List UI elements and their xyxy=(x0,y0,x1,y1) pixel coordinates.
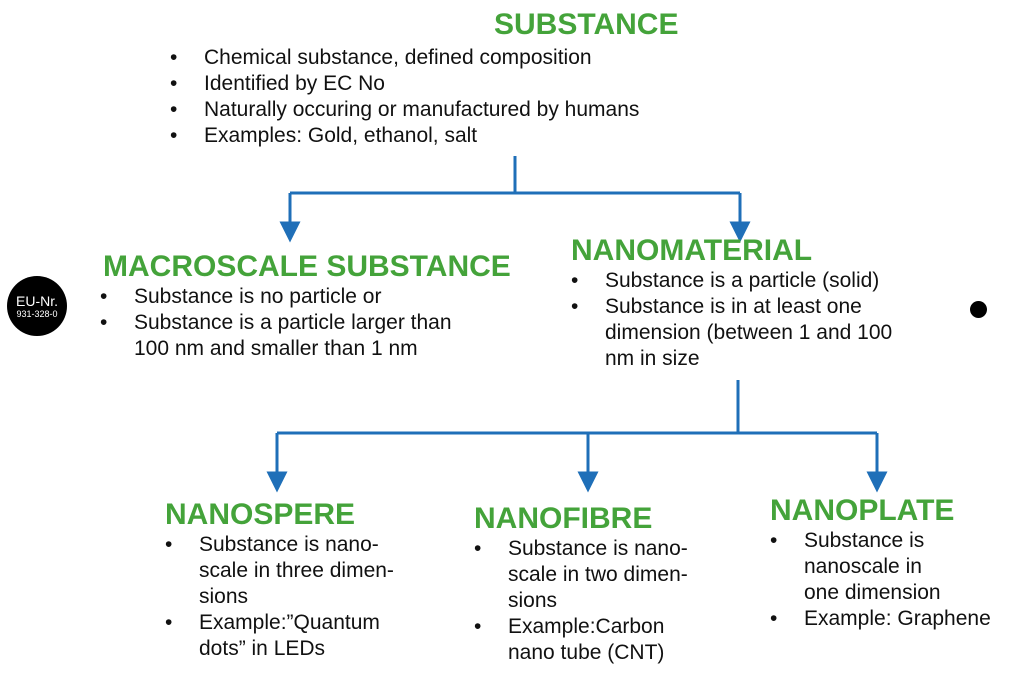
substance-bullet: Naturally occuring or manufactured by hu… xyxy=(170,97,770,123)
macroscale-bullet: Substance is no particle or xyxy=(100,284,480,310)
badge-label: EU-Nr. xyxy=(16,292,58,309)
nanomaterial-bullet: Substance is in at least one dimension (… xyxy=(571,294,911,372)
nanosphere-bullet: Substance is nano-scale in three dimen-s… xyxy=(165,532,405,610)
badge-number: 931-328-0 xyxy=(16,308,58,319)
macroscale-node: MACROSCALE SUBSTANCE Substance is no par… xyxy=(100,250,523,362)
nanofibre-bullet: Example:Carbon nano tube (CNT) xyxy=(474,614,714,666)
macroscale-title: MACROSCALE SUBSTANCE xyxy=(103,250,511,283)
nanosphere-bullet: Example:”Quantum dots” in LEDs xyxy=(165,610,405,662)
nanofibre-title: NANOFIBRE xyxy=(474,502,653,535)
nanomaterial-bullet: Substance is a particle (solid) xyxy=(571,268,911,294)
eu-number-badge: EU-Nr. 931-328-0 xyxy=(7,276,67,336)
substance-title: SUBSTANCE xyxy=(494,8,679,41)
nanoplate-bullet: Substance is nanoscale in one dimension xyxy=(770,528,954,606)
substance-bullets: Chemical substance, defined composition … xyxy=(170,45,770,149)
substance-heading-block: SUBSTANCE xyxy=(494,8,678,42)
substance-bullet: Identified by EC No xyxy=(170,71,770,97)
nanosphere-node: NANOSPERE Substance is nano-scale in thr… xyxy=(165,498,425,662)
substance-bullet: Examples: Gold, ethanol, salt xyxy=(170,123,770,149)
nanofibre-bullet: Substance is nano-scale in two dimen-sio… xyxy=(474,536,714,614)
nanomaterial-title: NANOMATERIAL xyxy=(571,234,813,267)
nanoplate-bullet: Example: Graphene xyxy=(770,606,1015,632)
macroscale-bullet: Substance is a particle larger than 100 … xyxy=(100,310,480,362)
substance-bullet: Chemical substance, defined composition xyxy=(170,45,770,71)
nanoplate-node: NANOPLATE Substance is nanoscale in one … xyxy=(770,494,1019,632)
nanoplate-title: NANOPLATE xyxy=(770,494,955,527)
black-dot-icon xyxy=(970,301,987,318)
nanomaterial-node: NANOMATERIAL Substance is a particle (so… xyxy=(571,234,931,372)
nanofibre-node: NANOFIBRE Substance is nano-scale in two… xyxy=(474,502,734,666)
nanosphere-title: NANOSPERE xyxy=(165,498,356,531)
